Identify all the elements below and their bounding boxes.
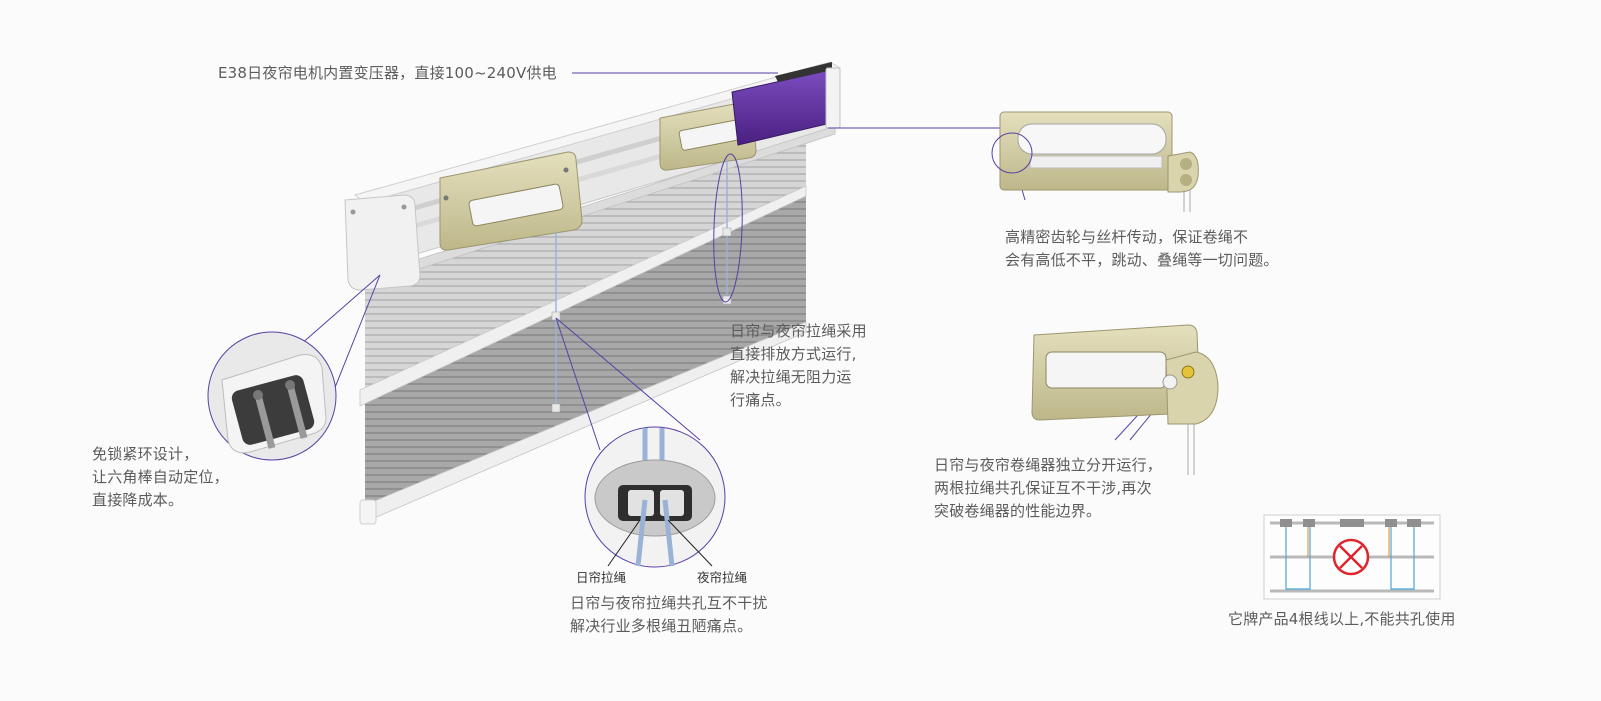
- lock-caption-line: 让六角棒自动定位，: [92, 468, 229, 486]
- lock-caption: 免锁紧环设计， 让六角棒自动定位， 直接降成本。: [92, 443, 229, 512]
- night-shade-fabric: [365, 190, 806, 505]
- cord-winder-1: [439, 151, 583, 251]
- motor-caption-text: E38日夜帘电机内置变压器，直接100~240V供电: [218, 64, 557, 82]
- motor-caption: E38日夜帘电机内置变压器，直接100~240V供电: [218, 62, 557, 85]
- cord-run-caption-line: 解决拉绳无阻力运: [730, 368, 852, 386]
- cord-run-caption-line: 直接排放方式运行,: [730, 345, 857, 363]
- motor-unit: [731, 62, 841, 146]
- end-cap: [344, 194, 421, 291]
- middle-rail: [359, 185, 807, 407]
- hole-caption: 日帘与夜帘拉绳共孔互不干扰 解决行业多根绳丑陋痛点。: [570, 592, 768, 638]
- day-cord-label: 日帘拉绳: [576, 570, 627, 585]
- gear-caption: 高精密齿轮与丝杆传动，保证卷绳不 会有高低不平，跳动、叠绳等一切问题。: [1005, 226, 1279, 272]
- blind-assembly: [344, 61, 842, 525]
- competitor-diagram: [1263, 514, 1441, 600]
- winder-caption-line: 突破卷绳器的性能边界。: [934, 502, 1102, 520]
- winder-caption-line: 日帘与夜帘卷绳器独立分开运行，: [934, 456, 1163, 474]
- cord-hole-detail-zoom: [584, 426, 726, 568]
- winder-caption-line: 两根拉绳共孔保证互不干涉,再次: [934, 479, 1152, 497]
- lock-caption-line: 直接降成本。: [92, 491, 184, 509]
- lock-detail-zoom: [207, 331, 337, 461]
- gear-caption-line: 高精密齿轮与丝杆传动，保证卷绳不: [1005, 228, 1249, 246]
- winder-caption: 日帘与夜帘卷绳器独立分开运行， 两根拉绳共孔保证互不干涉,再次 突破卷绳器的性能…: [934, 454, 1162, 523]
- competitor-caption: 它牌产品4根线以上,不能共孔使用: [1228, 608, 1456, 631]
- competitor-caption-text: 它牌产品4根线以上,不能共孔使用: [1228, 610, 1456, 628]
- cord-run-caption-line: 日帘与夜帘拉绳采用: [730, 322, 867, 340]
- hole-caption-line: 日帘与夜帘拉绳共孔互不干扰: [570, 594, 768, 612]
- cord-run-caption-line: 行痛点。: [730, 391, 791, 409]
- hole-caption-line: 解决行业多根绳丑陋痛点。: [570, 617, 753, 635]
- cord-run-caption: 日帘与夜帘拉绳采用 直接排放方式运行, 解决拉绳无阻力运 行痛点。: [730, 320, 867, 412]
- night-cord-label: 夜帘拉绳: [697, 570, 748, 585]
- day-shade-fabric: [365, 130, 806, 395]
- gear-caption-line: 会有高低不平，跳动、叠绳等一切问题。: [1005, 251, 1279, 269]
- bottom-end-cap: [359, 499, 377, 525]
- lock-caption-line: 免锁紧环设计，: [92, 445, 199, 463]
- winder-detail-image: [1031, 324, 1219, 475]
- gear-detail-image: [991, 111, 1199, 212]
- forbidden-icon: [1332, 538, 1370, 576]
